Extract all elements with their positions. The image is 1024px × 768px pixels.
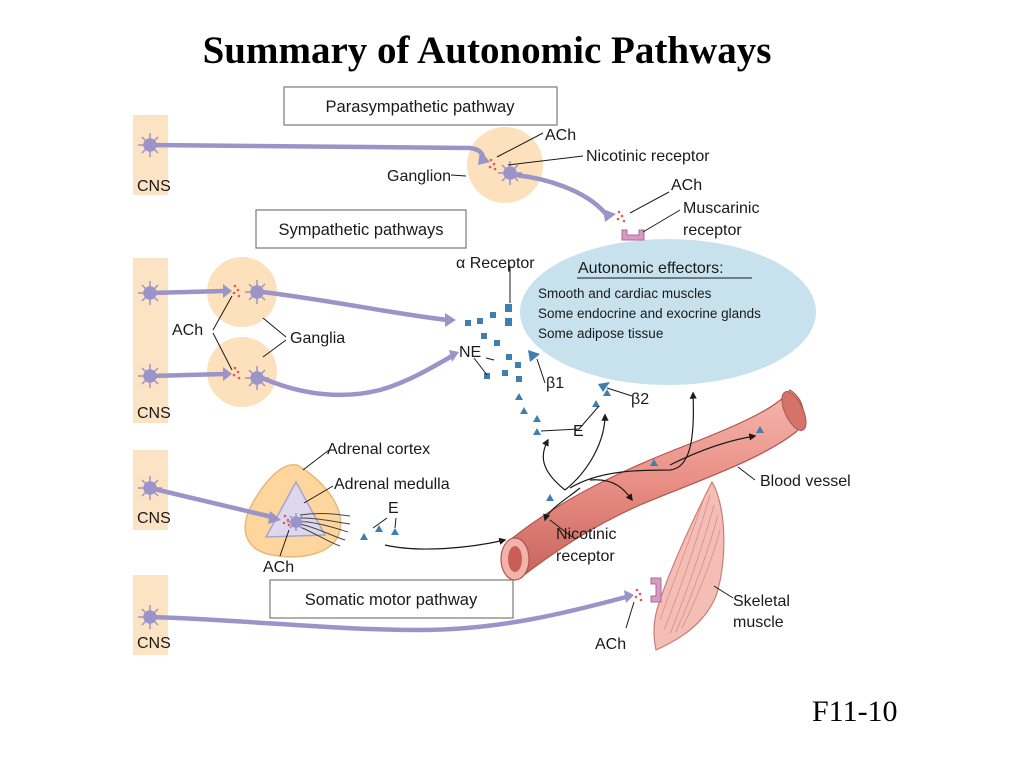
circulation-arrows	[384, 391, 757, 550]
axon-terminals	[223, 150, 634, 603]
ach-vesicles	[232, 158, 643, 602]
adrenal-medulla-label: Adrenal medulla	[334, 476, 450, 493]
effectors-title: Autonomic effectors:	[578, 260, 724, 277]
skeletal-muscle-label-line2: muscle	[733, 614, 784, 631]
slide-title: Summary of Autonomic Pathways	[202, 29, 772, 72]
adrenal-axon	[147, 485, 275, 520]
beta2-label: β2	[631, 391, 649, 408]
para-postganglionic-axon	[512, 172, 608, 216]
e-molecules	[360, 389, 764, 540]
para-preganglionic-axon	[147, 142, 486, 160]
muscarinic-label-line2: receptor	[683, 222, 742, 239]
cns-label-parasympathetic: CNS	[137, 178, 171, 195]
somatic-axon	[147, 594, 629, 633]
ne-label: NE	[459, 344, 481, 361]
symp-post-top-axon	[259, 289, 451, 323]
leader-lines	[212, 132, 756, 629]
figure-code: F11-10	[812, 695, 898, 728]
autonomic-effectors-ellipse	[520, 239, 816, 385]
somatic-box-label: Somatic motor pathway	[305, 591, 478, 609]
cns-label-adrenal: CNS	[137, 510, 171, 527]
adrenal-medulla-shape	[264, 480, 327, 538]
ach-label-somatic: ACh	[595, 636, 626, 653]
beta-receptors	[528, 350, 610, 392]
nicotinic-receptor-label: Nicotinic receptor	[586, 148, 710, 165]
symp-post-bottom-axon	[259, 353, 455, 398]
somatic-box	[269, 579, 514, 619]
symp-pre-top-axon	[147, 288, 228, 296]
axons	[147, 142, 629, 633]
blood-vessel-label: Blood vessel	[760, 473, 851, 490]
ach-label-sympathetic: ACh	[172, 322, 203, 339]
sympathetic-box-label: Sympathetic pathways	[278, 221, 443, 239]
nicotinic-receptor-muscle	[650, 577, 662, 603]
ach-label-adrenal: ACh	[263, 559, 294, 576]
alpha-receptors	[505, 304, 512, 326]
muscarinic-label-line1: Muscarinic	[683, 200, 759, 217]
alpha-receptor-label: α Receptor	[456, 255, 535, 272]
parasympathetic-ganglion	[467, 127, 543, 203]
ach-label-ganglion: ACh	[545, 127, 576, 144]
effector-item-3: Some adipose tissue	[538, 326, 663, 341]
adrenal-cortex-label: Adrenal cortex	[327, 441, 430, 458]
nicotinic-muscle-label-line1: Nicotinic	[556, 526, 616, 543]
ne-molecules	[465, 312, 522, 382]
beta1-label: β1	[546, 375, 564, 392]
blood-vessel	[500, 389, 807, 581]
skeletal-muscle-shape	[653, 480, 725, 651]
skeletal-muscle-label-line1: Skeletal	[733, 593, 790, 610]
cns-label-sympathetic: CNS	[137, 405, 171, 422]
ganglia-label: Ganglia	[290, 330, 345, 347]
symp-pre-bottom-axon	[147, 371, 228, 379]
cns-label-somatic: CNS	[137, 635, 171, 652]
e-label-adrenal: E	[388, 500, 399, 517]
ganglion-label: Ganglion	[387, 168, 451, 185]
medulla-fibers	[299, 512, 351, 547]
parasympathetic-box-label: Parasympathetic pathway	[326, 98, 516, 116]
e-label-blood: E	[573, 423, 584, 440]
ach-label-muscarinic: ACh	[671, 177, 702, 194]
effector-item-1: Smooth and cardiac muscles	[538, 286, 712, 301]
parasympathetic-box	[283, 86, 558, 126]
muscarinic-receptor	[621, 229, 645, 241]
neuron-cell-bodies	[138, 133, 522, 629]
sympathetic-box	[255, 209, 467, 249]
nicotinic-muscle-label-line2: receptor	[556, 548, 615, 565]
effector-item-2: Some endocrine and exocrine glands	[538, 306, 761, 321]
